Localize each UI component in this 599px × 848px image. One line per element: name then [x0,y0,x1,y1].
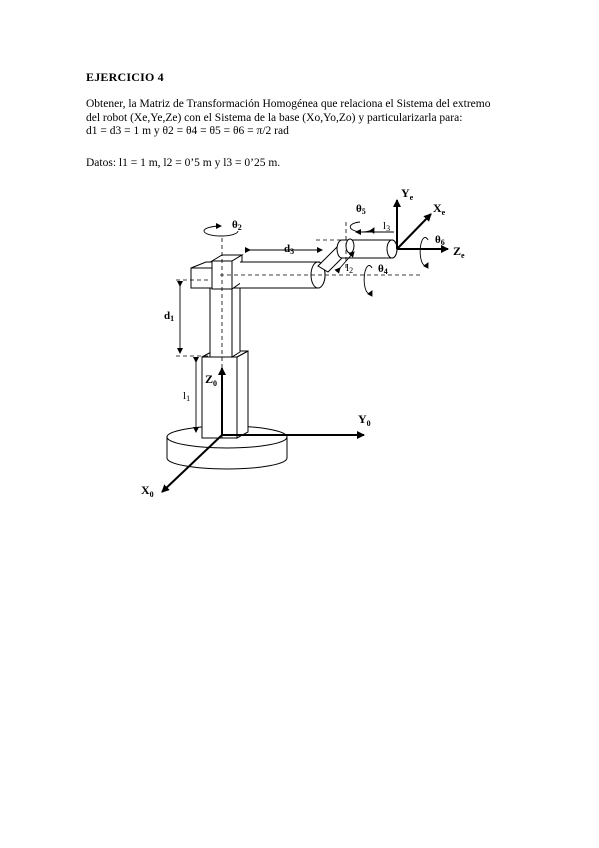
xe-label: Xe [433,201,446,217]
base-axes [161,367,365,493]
axis-labels: Z0 Y0 X0 Ye Xe Ze [141,186,465,499]
x0-axis [161,434,223,493]
theta5-rotation-arrow [349,221,375,234]
l2-dimension-arrow [334,251,355,274]
end-axes [393,199,449,253]
theta6-label: θ6 [435,234,445,247]
xe-axis [396,213,432,250]
l1-label: l1 [183,390,190,403]
statement-line-3: d1 = d3 = 1 m y θ2 = θ4 = θ5 = θ6 = π/2 … [86,125,289,137]
d1-label: d1 [164,310,174,323]
y0-label: Y0 [358,412,371,428]
ye-label: Ye [401,186,414,202]
z0-label: Z0 [205,372,217,388]
l3-label: l3 [383,220,390,233]
joint-labels: θ2 θ5 θ6 θ4 d3 d1 l1 l2 l3 [164,203,445,403]
exercise-data: Datos: l1 = 1 m, l2 = 0’5 m y l3 = 0’25 … [86,157,281,169]
theta6-rotation-arrow [419,237,429,269]
theta2-label: θ2 [232,219,242,232]
d3-label: d3 [284,243,294,256]
exercise-title: EJERCICIO 4 [86,70,164,84]
theta5-label: θ5 [356,203,366,216]
statement-line-2: del robot (Xe,Ye,Ze) con el Sistema de l… [86,111,463,124]
exercise-statement: Obtener, la Matriz de Transformación Hom… [86,98,526,139]
x0-label: X0 [141,483,154,499]
rotation-arrows [203,221,429,297]
theta4-rotation-arrow [363,265,373,297]
theta2-rotation-arrow [203,223,239,237]
theta4-label: θ4 [378,263,388,276]
l2-label: l2 [346,262,353,275]
ze-label: Ze [453,244,465,260]
statement-line-1: Obtener, la Matriz de Transformación Hom… [86,98,491,110]
vertical-post [210,254,244,290]
first-link-column [201,350,249,439]
